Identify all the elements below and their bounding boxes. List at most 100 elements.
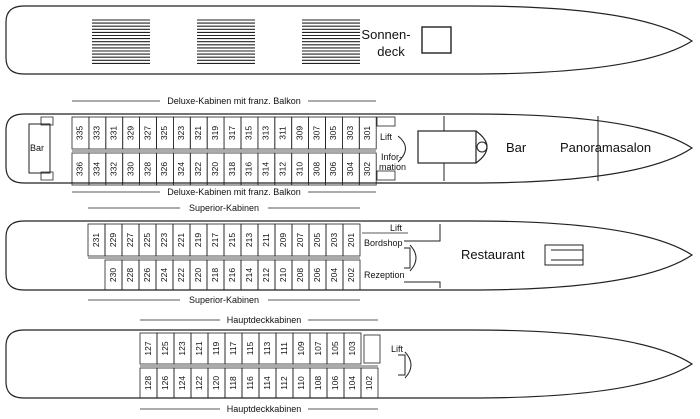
- cabin-cell: [358, 116, 377, 150]
- cabin-number: 322: [193, 162, 203, 176]
- cabin-number: 314: [261, 162, 271, 176]
- cabin-number: 222: [176, 268, 186, 282]
- cabin-number: 326: [159, 162, 169, 176]
- cabin-number: 316: [244, 162, 254, 176]
- cabin-number: 313: [261, 126, 271, 140]
- cabin-number: 204: [329, 268, 339, 282]
- cabin-number: 216: [227, 268, 237, 282]
- main-stair-block: [363, 334, 381, 364]
- cabin-number: 306: [328, 162, 338, 176]
- cabin-number: 303: [345, 126, 355, 140]
- cabin-number: 205: [312, 233, 322, 247]
- upper-info-label-2: mation: [379, 162, 406, 172]
- upper-bar-left-label: Bar: [30, 143, 44, 153]
- cabin-number: 334: [92, 162, 102, 176]
- cabin-number: 331: [109, 126, 119, 140]
- cabin-number: 311: [278, 126, 288, 140]
- cabin-number: 226: [142, 268, 152, 282]
- cabin-number: 123: [177, 341, 187, 355]
- cabin-number: 125: [160, 341, 170, 355]
- cabin-number: 302: [362, 162, 372, 176]
- stair-aft: [40, 116, 54, 181]
- upper-top-caption-bg: [160, 95, 308, 107]
- cabin-number: 209: [278, 233, 288, 247]
- cabin-number: 327: [142, 126, 152, 140]
- cabin-number: 333: [92, 126, 102, 140]
- cabin-number: 104: [347, 376, 357, 390]
- cabin-number: 124: [177, 376, 187, 390]
- cabin-number: 219: [193, 233, 203, 247]
- middle-stair: [404, 244, 417, 272]
- middle-bottom-caption-bg: [180, 294, 268, 306]
- cabin-number: 305: [328, 126, 338, 140]
- middle-deck-hull: [5, 220, 694, 291]
- cabin-number: 218: [210, 268, 220, 282]
- cabin-number: 221: [176, 233, 186, 247]
- upper-stair-curve: [397, 135, 406, 163]
- sundeck-stripes: [92, 19, 360, 64]
- upper-stair-block: [376, 116, 396, 127]
- cabin-number: 122: [194, 376, 204, 390]
- cabin-number: 308: [311, 162, 321, 176]
- cabin-number: 227: [125, 233, 135, 247]
- main-top-caption: Hauptdeckkabinen: [227, 315, 302, 325]
- upper-top-caption: Deluxe-Kabinen mit franz. Balkon: [167, 96, 301, 106]
- cabin-number: 127: [143, 341, 153, 355]
- cabin-number: 210: [278, 268, 288, 282]
- cabin-number: 202: [346, 268, 356, 282]
- cabin-number: 318: [227, 162, 237, 176]
- upper-bar-counter: [417, 130, 477, 164]
- cabin-number: 312: [278, 162, 288, 176]
- cabin-cell: [342, 259, 361, 291]
- cabin-number: 105: [330, 341, 340, 355]
- cabin-number: 214: [244, 268, 254, 282]
- cabin-number: 307: [311, 126, 321, 140]
- cabin-number: 103: [347, 341, 357, 355]
- cabin-number: 107: [313, 341, 323, 355]
- sundeck-hull: [5, 5, 694, 75]
- upper-lift-label: Lift: [380, 132, 393, 142]
- cabin-number: 321: [193, 126, 203, 140]
- cabin-number: 336: [75, 162, 85, 176]
- cabin-number: 114: [262, 376, 272, 390]
- upper-bottom-caption-bg: [160, 186, 308, 198]
- cabin-number: 335: [75, 126, 85, 140]
- upper-deck-hull: [5, 113, 694, 184]
- cabin-number: 310: [294, 162, 304, 176]
- upper-bar-round: [476, 141, 488, 153]
- middle-pantry: [544, 244, 584, 266]
- sundeck-label-1: Sonnen-: [361, 27, 410, 42]
- sundeck-square: [421, 26, 452, 54]
- cabin-number: 120: [211, 376, 221, 390]
- cabin-number: 230: [108, 268, 118, 282]
- cabin-number: 116: [245, 376, 255, 390]
- cabin-number: 111: [279, 342, 289, 355]
- cabin-number: 323: [176, 126, 186, 140]
- cabin-number: 106: [330, 376, 340, 390]
- upper-bar-shape: [475, 130, 488, 164]
- middle-top-caption-bg: [180, 202, 268, 214]
- cabin-number: 110: [296, 376, 306, 390]
- cabin-number: 201: [346, 233, 356, 247]
- cabin-number: 119: [211, 341, 221, 355]
- cabin-number: 217: [210, 233, 220, 247]
- upper-aft-bar-room: [28, 123, 51, 174]
- cabin-number: 332: [109, 162, 119, 176]
- middle-reception-label: Rezeption: [364, 270, 405, 280]
- cabin-number: 203: [329, 233, 339, 247]
- main-top-caption-bg: [220, 314, 308, 326]
- upper-info-label-1: Infor-: [381, 152, 402, 162]
- cabin-number: 213: [244, 233, 254, 247]
- sundeck-label-2: deck: [377, 44, 405, 59]
- cabin-number: 330: [125, 162, 135, 176]
- cabin-cell: [360, 367, 379, 399]
- main-deck-hull: [5, 329, 694, 399]
- cabin-number: 207: [295, 233, 305, 247]
- cabin-number: 225: [142, 233, 152, 247]
